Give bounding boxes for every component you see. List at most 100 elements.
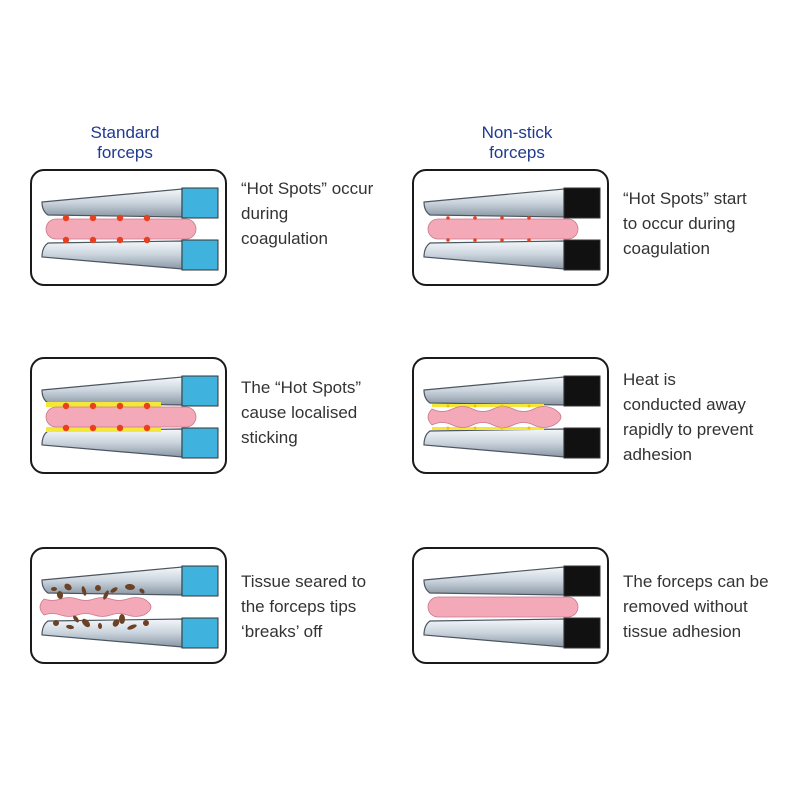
heat-layer-lower: [432, 427, 544, 430]
hot-spot: [116, 214, 124, 222]
hot-spot: [527, 238, 531, 242]
heat-point: [473, 404, 477, 408]
standard-row3-caption: Tissue seared to the forceps tips ‘break…: [241, 569, 411, 644]
lower-blade: [41, 618, 183, 648]
hot-spot: [116, 424, 124, 432]
tissue: [427, 596, 579, 618]
caption-line: the forceps tips: [241, 597, 357, 616]
hot-spot: [143, 214, 151, 222]
caption-line: removed without: [623, 597, 748, 616]
standard-forceps-title: Standard forceps: [40, 123, 210, 163]
upper-handle: [181, 565, 219, 597]
hot-spot: [143, 402, 151, 410]
caption-line: sticking: [241, 428, 298, 447]
caption-line: tissue adhesion: [623, 622, 742, 641]
lower-handle: [181, 427, 219, 459]
lower-handle: [181, 239, 219, 271]
standard-row1-caption: “Hot Spots” occur during coagulation: [241, 176, 411, 251]
charred-fragment: [81, 586, 87, 596]
caption-line: adhesion: [623, 445, 693, 464]
hot-spot: [143, 424, 151, 432]
tissue: [427, 218, 579, 240]
charred-fragment: [139, 588, 145, 594]
heat-point: [500, 426, 504, 430]
hot-spot: [446, 238, 450, 242]
charred-fragment: [66, 624, 74, 630]
hot-spot: [89, 214, 97, 222]
charred-fragment: [73, 615, 79, 623]
hot-spot: [62, 214, 70, 222]
charred-fragment: [112, 619, 120, 627]
hot-spot: [143, 236, 151, 244]
standard-row2-caption: The “Hot Spots” cause localised sticking: [241, 375, 411, 450]
heat-point: [446, 404, 450, 408]
heat-point: [527, 426, 531, 430]
caption-line: “Hot Spots” occur: [241, 179, 374, 198]
hot-spot: [500, 216, 504, 220]
heat-point: [500, 404, 504, 408]
lower-blade: [423, 618, 565, 648]
heat-point: [473, 426, 477, 430]
nonstick-row3-caption: The forceps can be removed without tissu…: [623, 569, 793, 644]
tissue: [39, 597, 152, 617]
nonstick-clean-removal-panel: [412, 547, 609, 664]
upper-handle: [563, 565, 601, 597]
heat-point: [446, 426, 450, 430]
charred-fragment: [118, 614, 126, 624]
hot-spot: [62, 236, 70, 244]
forceps-illustration: [41, 187, 219, 271]
sticking-layer-upper: [46, 402, 161, 407]
hot-spot: [446, 216, 450, 220]
charred-fragment: [56, 591, 64, 599]
lower-blade: [41, 240, 183, 270]
caption-line: cause localised: [241, 403, 358, 422]
hot-spot: [527, 216, 531, 220]
charred-fragment: [51, 587, 57, 591]
charred-fragment: [127, 624, 137, 630]
charred-fragment: [95, 585, 102, 591]
lower-blade: [423, 428, 565, 458]
lower-blade: [41, 428, 183, 458]
hot-spot: [89, 402, 97, 410]
upper-handle: [563, 375, 601, 407]
hot-spot: [62, 424, 70, 432]
charred-fragment: [143, 620, 149, 626]
hot-spot: [116, 236, 124, 244]
tissue: [45, 406, 197, 428]
charred-fragment: [103, 590, 109, 600]
tissue: [427, 406, 562, 428]
caption-line: during: [241, 204, 289, 223]
title-line: Standard: [90, 123, 160, 142]
tissue: [45, 218, 197, 240]
nonstick-row2-caption: Heat is conducted away rapidly to preven…: [623, 367, 793, 467]
caption-line: “Hot Spots” start: [623, 189, 747, 208]
nonstick-heat-conduction-panel: [412, 357, 609, 474]
hot-spot: [62, 402, 70, 410]
caption-line: Tissue seared to: [241, 572, 367, 591]
upper-handle: [563, 187, 601, 219]
standard-tissue-breaks-panel: [30, 547, 227, 664]
upper-blade: [423, 566, 565, 596]
charred-fragment: [97, 623, 103, 629]
caption-line: The “Hot Spots”: [241, 378, 361, 397]
caption-line: to occur during: [623, 214, 736, 233]
sticking-layer-lower: [46, 427, 161, 432]
heat-layer-upper: [432, 404, 544, 407]
forceps-illustration: [39, 565, 219, 649]
charred-fragment: [81, 618, 91, 628]
caption-line: rapidly to prevent: [623, 420, 754, 439]
hot-spot: [473, 216, 477, 220]
standard-sticking-panel: [30, 357, 227, 474]
forceps-illustration: [423, 375, 601, 459]
charred-fragment: [125, 583, 135, 591]
heat-point: [527, 404, 531, 408]
caption-line: conducted away: [623, 395, 746, 414]
upper-blade: [41, 188, 183, 218]
caption-line: coagulation: [241, 229, 328, 248]
hot-spot: [89, 236, 97, 244]
charred-fragment: [64, 583, 72, 591]
upper-blade: [41, 376, 183, 406]
forceps-illustration: [423, 187, 601, 271]
upper-handle: [181, 375, 219, 407]
caption-line: The forceps can be: [623, 572, 769, 591]
